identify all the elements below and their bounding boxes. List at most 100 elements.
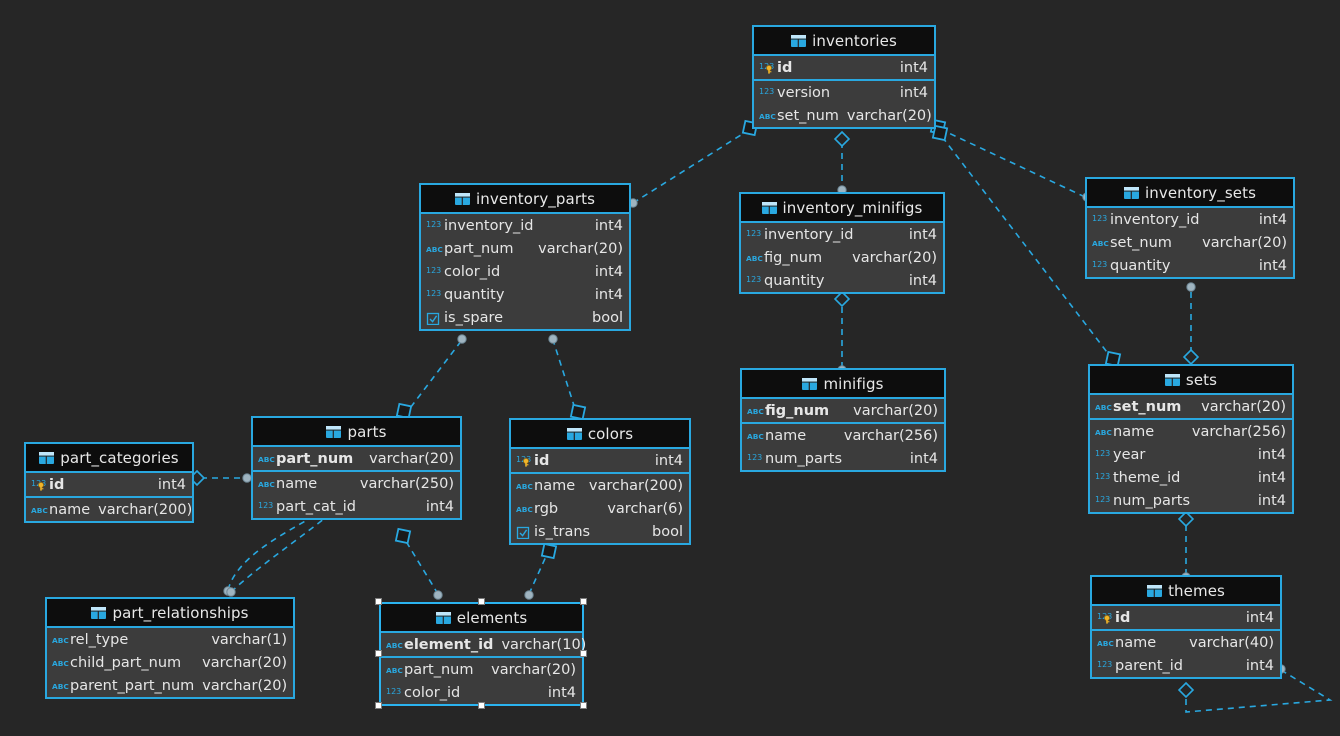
- table-header-themes[interactable]: themes: [1092, 577, 1280, 604]
- key-icon: [523, 457, 529, 467]
- relationship-endpoint-circle[interactable]: [226, 587, 236, 597]
- primary-key-row[interactable]: 123idint4: [754, 56, 934, 79]
- relationship-endpoint-diamond[interactable]: [1182, 348, 1200, 366]
- table-header-part_relationships[interactable]: part_relationships: [47, 599, 293, 626]
- primary-key-row[interactable]: 123idint4: [511, 449, 689, 472]
- relationship-endpoint-square[interactable]: [394, 527, 412, 545]
- table-colors[interactable]: colors123idint4ABCnamevarchar(200)ABCrgb…: [509, 418, 691, 545]
- relationship-endpoint-circle[interactable]: [457, 334, 467, 344]
- relationship-line[interactable]: [632, 127, 753, 204]
- relationship-endpoint-square[interactable]: [569, 403, 587, 421]
- relationship-endpoint-circle[interactable]: [1186, 282, 1196, 292]
- relationship-line[interactable]: [937, 127, 1086, 198]
- table-header-minifigs[interactable]: minifigs: [742, 370, 944, 397]
- relationship-endpoint-diamond[interactable]: [833, 130, 851, 148]
- resize-handle[interactable]: [375, 702, 382, 709]
- resize-handle[interactable]: [375, 650, 382, 657]
- primary-key-row[interactable]: 123idint4: [26, 473, 192, 496]
- relationship-line[interactable]: [230, 496, 350, 593]
- relationship-line[interactable]: [528, 551, 549, 595]
- table-header-inventory_sets[interactable]: inventory_sets: [1087, 179, 1293, 206]
- resize-handle[interactable]: [477, 702, 485, 709]
- relationship-endpoint-circle[interactable]: [242, 473, 252, 483]
- relationship-endpoint-diamond[interactable]: [833, 290, 851, 308]
- relationship-endpoint-circle[interactable]: [524, 590, 534, 600]
- relationship-endpoint-diamond[interactable]: [1177, 510, 1195, 528]
- resize-handle[interactable]: [580, 650, 587, 657]
- relationship-line[interactable]: [1185, 669, 1333, 713]
- table-header-elements[interactable]: elements: [381, 604, 582, 631]
- table-themes[interactable]: themes123idint4ABCnamevarchar(40)123pare…: [1090, 575, 1282, 679]
- table-header-parts[interactable]: parts: [253, 418, 460, 445]
- relationship-line[interactable]: [227, 492, 348, 591]
- table-header-inventories[interactable]: inventories: [754, 27, 934, 54]
- relationship-line[interactable]: [403, 537, 439, 595]
- column-name: name: [765, 427, 807, 444]
- relationship-line[interactable]: [403, 339, 463, 417]
- relationship-endpoint-circle[interactable]: [548, 334, 558, 344]
- primary-key-row[interactable]: 123idint4: [1092, 606, 1280, 629]
- relationship-endpoint-square[interactable]: [540, 542, 558, 560]
- resize-handle[interactable]: [580, 702, 587, 709]
- relationship-line[interactable]: [939, 133, 1114, 361]
- resize-handle[interactable]: [580, 598, 587, 605]
- table-header-inventory_minifigs[interactable]: inventory_minifigs: [741, 194, 943, 221]
- relationship-endpoint-square[interactable]: [931, 124, 949, 142]
- table-header-part_categories[interactable]: part_categories: [26, 444, 192, 471]
- table-header-colors[interactable]: colors: [511, 420, 689, 447]
- table-inventories[interactable]: inventories123idint4123versionint4ABCset…: [752, 25, 936, 129]
- resize-handle[interactable]: [375, 598, 382, 605]
- relationship-endpoint-circle[interactable]: [433, 590, 443, 600]
- table-header-inventory_parts[interactable]: inventory_parts: [421, 185, 629, 212]
- resize-handle[interactable]: [477, 598, 485, 605]
- table-part_categories[interactable]: part_categories123idint4ABCnamevarchar(2…: [24, 442, 194, 523]
- relationship-endpoint-diamond[interactable]: [1177, 681, 1195, 699]
- table-header-sets[interactable]: sets: [1090, 366, 1292, 393]
